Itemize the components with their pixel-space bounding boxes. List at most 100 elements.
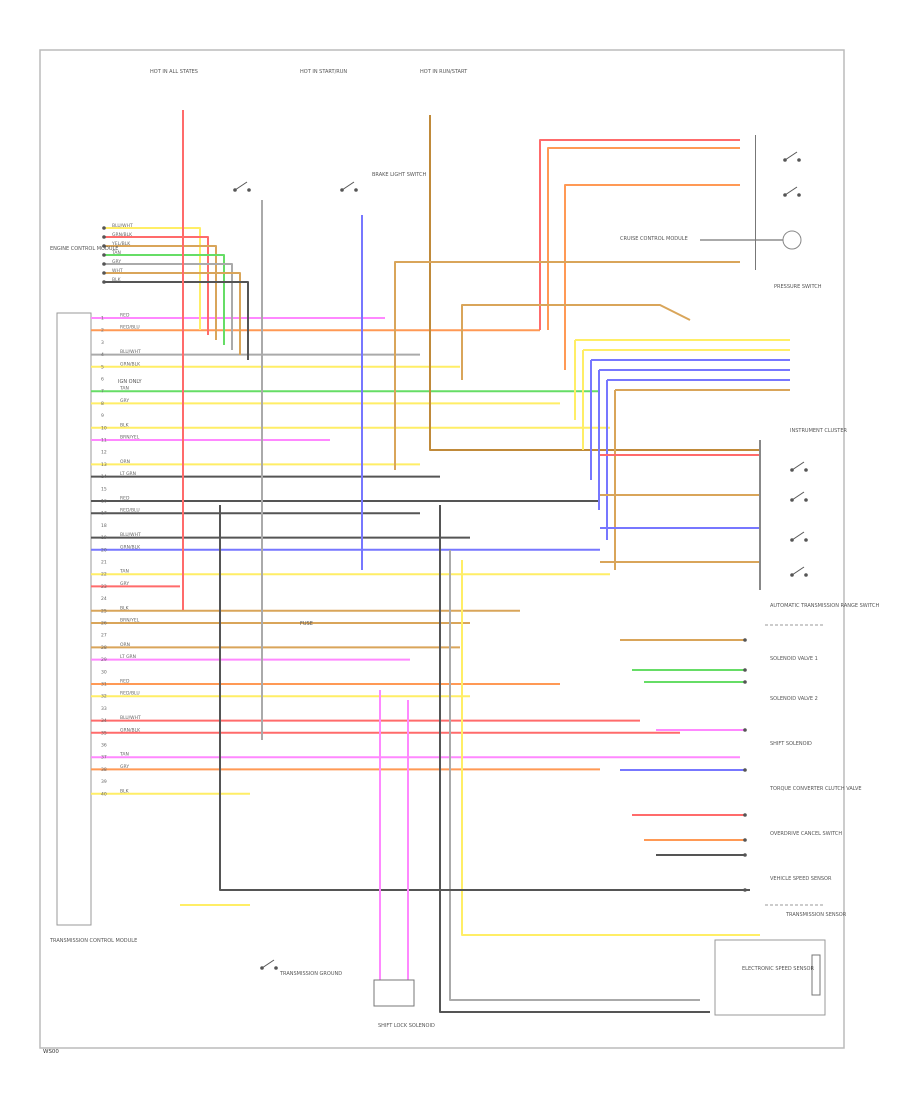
solenoid-1-label: SOLENOID VALVE 1 — [770, 656, 818, 662]
solenoid-pin-dot — [743, 638, 747, 642]
ign-only-label: IGN ONLY — [118, 379, 142, 385]
wire-label: YEL/BLK — [111, 241, 131, 247]
wire-label: RED — [120, 679, 130, 685]
pin-number: 8 — [101, 401, 104, 407]
pin-number: 10 — [101, 425, 107, 431]
feed-wire — [429, 115, 760, 451]
wire-label: GRN/BLK — [120, 727, 141, 733]
pin-number: 22 — [101, 572, 107, 578]
wire-label: LT GRN — [120, 654, 136, 660]
wire-label: GRN/BLK — [120, 544, 141, 550]
pin-number: 18 — [101, 523, 107, 529]
pin-number: 23 — [101, 584, 107, 590]
range-switch-symbol-pivot — [790, 498, 794, 502]
solenoid-pin-dot — [743, 853, 747, 857]
brake-switch-symbol-contact — [247, 188, 251, 192]
brake-switch-symbol — [341, 181, 355, 191]
transmission-switch-symbol-pivot — [260, 966, 264, 970]
ecm-wire — [104, 245, 217, 340]
pin-number: 11 — [101, 438, 107, 444]
pin-number: 15 — [101, 486, 107, 492]
pin-number: 31 — [101, 682, 107, 688]
solenoid-pin-dot — [743, 888, 747, 892]
ecm-pin-dot — [102, 271, 106, 275]
pin-number: 24 — [101, 596, 107, 602]
pin-number: 26 — [101, 621, 107, 627]
pin-number: 30 — [101, 669, 107, 675]
range-switch-symbol — [791, 491, 805, 501]
wire-label: RED/BLU — [120, 508, 140, 514]
pin-number: 25 — [101, 608, 107, 614]
wire-label: GRN/BLK — [112, 232, 133, 238]
pin-number: 33 — [101, 706, 107, 712]
wire-label: GRY — [120, 764, 129, 770]
solenoid-pin-dot — [743, 813, 747, 817]
pin-number: 32 — [101, 694, 107, 700]
pin-number: 27 — [101, 633, 107, 639]
engine-control-label: ENGINE CONTROL MODULE — [50, 246, 118, 252]
wire-label: ORN — [120, 642, 130, 648]
ecm-pin-dot — [102, 226, 106, 230]
bottom-wire — [439, 505, 710, 1013]
pin-number: 29 — [101, 657, 107, 663]
wire-label: RED/BLU — [120, 691, 140, 697]
pin-number: 17 — [101, 511, 107, 517]
wire-label: BLU/WHT — [120, 349, 141, 355]
wire-label: BLK — [112, 277, 122, 283]
pressure-switch-symbol-pivot — [783, 158, 787, 162]
wire-label: BLU/WHT — [112, 223, 133, 229]
bottom-wire — [449, 550, 700, 1001]
cluster-switch-symbol-contact — [804, 468, 808, 472]
pin-number: 20 — [101, 547, 107, 553]
solenoid-2-label: SOLENOID VALVE 2 — [770, 696, 818, 702]
hot-in-ends-label: HOT IN RUN/START — [420, 69, 468, 75]
range-switch-symbol-pivot — [790, 538, 794, 542]
wire-label: BRN/YEL — [120, 435, 140, 441]
bottom-wire — [461, 560, 760, 936]
solenoid-pin-dot — [743, 768, 747, 772]
pin-number: 21 — [101, 560, 107, 566]
hot-in-start-label: HOT IN START/RUN — [300, 69, 347, 75]
pin-number: 13 — [101, 462, 107, 468]
transmission-switch-symbol — [261, 959, 275, 969]
range-switch-symbol-contact — [804, 538, 808, 542]
pin-number: 3 — [101, 340, 104, 346]
wire-label: BLU/WHT — [120, 715, 141, 721]
pin-number: 28 — [101, 645, 107, 651]
wire-label: TAN — [111, 250, 121, 256]
range-switch-symbol-contact — [804, 498, 808, 502]
pin-number: 16 — [101, 499, 107, 505]
pin-number: 37 — [101, 755, 107, 761]
wire-label: GRY — [120, 398, 129, 404]
pin-labels-group: 1RED2RED/BLU34BLU/WHT5GRN/BLK67TAN8GRY91… — [101, 223, 141, 797]
solenoid-pin-dot — [743, 838, 747, 842]
wire-label: RED — [120, 496, 130, 502]
speed-sensor-box — [714, 939, 826, 1016]
wire-label: BLK — [120, 422, 130, 428]
pressure-wire — [394, 261, 740, 470]
wires-group — [91, 110, 790, 1013]
wire-label: GRY — [120, 581, 129, 587]
pressure-lamp — [782, 230, 802, 250]
wire-label: GRN/BLK — [120, 361, 141, 367]
brake-switch-label: BRAKE LIGHT SWITCH — [372, 172, 427, 178]
pressure-wire — [539, 139, 740, 330]
shift-lock-solenoid-box — [373, 979, 415, 1007]
trans-ground-label: TRANSMISSION GROUND — [279, 971, 342, 977]
pressure-switch-symbol-contact — [797, 158, 801, 162]
brake-switch-symbol-contact — [354, 188, 358, 192]
cluster-switch-symbol-pivot — [790, 468, 794, 472]
wire-label: RED — [120, 313, 130, 319]
wire-label: BLU/WHT — [120, 532, 141, 538]
pressure-switch-symbol-contact — [797, 193, 801, 197]
pressure-wire — [461, 304, 691, 380]
wire-label: BLK — [120, 788, 130, 794]
bottom-wire — [219, 505, 750, 891]
range-switch-symbol-pivot — [790, 573, 794, 577]
transmission-switch-symbol-contact — [274, 966, 278, 970]
cruise-control-label: CRUISE CONTROL MODULE — [620, 236, 688, 242]
range-switch-symbol — [791, 566, 805, 576]
pin-number: 6 — [101, 377, 104, 383]
ecm-wire — [104, 227, 201, 330]
instrument-cluster-label: INSTRUMENT CLUSTER — [790, 428, 848, 434]
